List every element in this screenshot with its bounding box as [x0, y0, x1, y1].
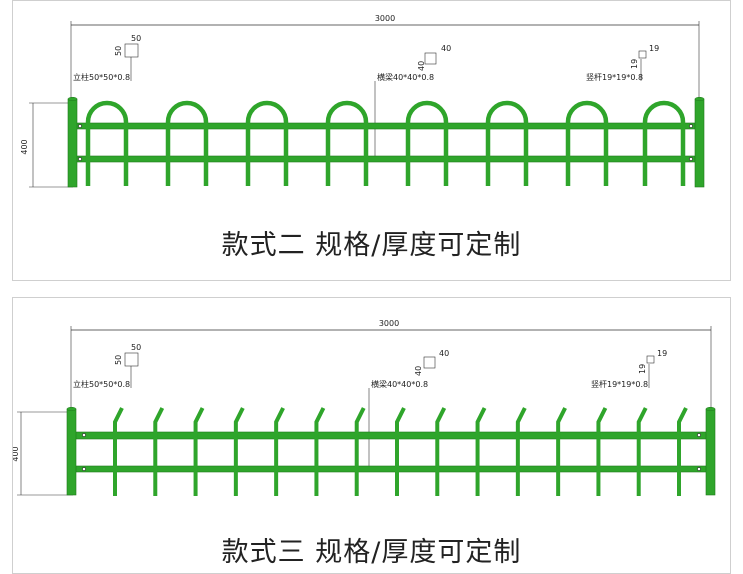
picket-size-label: 19 [649, 44, 659, 53]
spear-picket [515, 407, 527, 496]
left-post [66, 408, 77, 496]
arch-picket [485, 100, 529, 186]
post-size-label-vertical: 50 [114, 355, 123, 365]
arch-picket [642, 100, 686, 186]
fence-drawing-style-3: 3000 400 50 50 立柱50*50*0.8 40 40 横梁40*40… [13, 319, 716, 496]
rail-bolt [78, 157, 82, 161]
spear-picket [475, 407, 487, 496]
length-label: 3000 [379, 319, 399, 328]
right-post-cap [705, 406, 716, 412]
picket-section-symbol [646, 355, 655, 364]
spear-picket [274, 407, 285, 496]
length-label: 3000 [375, 14, 395, 23]
rail-size-label: 40 [441, 44, 451, 53]
left-post-cap [67, 96, 78, 102]
caption-style-2: 款式二 规格/厚度可定制 [221, 230, 522, 261]
rail-spec-label: 横梁40*40*0.8 [377, 72, 434, 82]
arch-picket [405, 100, 449, 186]
right-post-cap [694, 96, 705, 102]
left-post-cap [66, 406, 77, 412]
height-label: 400 [13, 446, 20, 461]
height-label: 400 [20, 139, 29, 154]
rail-bolt [697, 467, 701, 471]
picket-size-label-vertical: 19 [630, 59, 639, 69]
spear-picket [314, 407, 326, 496]
post-section-symbol [124, 43, 139, 58]
rail-bolt [697, 433, 701, 437]
spear-picket [113, 407, 124, 496]
spear-picket [636, 407, 648, 496]
caption-style-3: 款式三 规格/厚度可定制 [221, 537, 522, 568]
fence-drawing-style-2: 3000 400 50 50 立柱50*50*0.8 40 40 横梁40*40… [20, 14, 705, 188]
bottom-rail [72, 465, 714, 473]
post-size-label: 50 [131, 34, 141, 43]
post-spec-label: 立柱50*50*0.8 [73, 379, 130, 389]
rail-size-label: 40 [439, 349, 449, 358]
fence-panel-style-2: 3000 400 50 50 立柱50*50*0.8 40 40 横梁40*40… [12, 0, 731, 281]
right-post [705, 408, 716, 496]
rail-bolt [689, 124, 693, 128]
arch-picket [325, 100, 369, 186]
picket-spec-label: 竖杆19*19*0.8 [586, 72, 643, 82]
spear-fence [66, 406, 716, 496]
arch-picket [165, 100, 209, 186]
fence-panel-style-3: 3000 400 50 50 立柱50*50*0.8 40 40 横梁40*40… [12, 297, 731, 574]
spear-picket [233, 407, 245, 496]
picket-size-label-vertical: 19 [638, 364, 647, 374]
post-spec-label: 立柱50*50*0.8 [73, 72, 130, 82]
spear-picket [193, 407, 205, 496]
rail-section-symbol [424, 52, 437, 65]
rail-bolt [82, 467, 86, 471]
left-post [67, 98, 78, 188]
rail-spec-label: 横梁40*40*0.8 [371, 379, 428, 389]
rail-section-symbol [423, 356, 436, 369]
rail-size-label-vertical: 40 [417, 61, 426, 71]
top-rail [72, 431, 714, 440]
picket-section-symbol [638, 50, 647, 59]
arch-picket [245, 100, 289, 186]
spear-picket [677, 407, 688, 496]
rail-bolt [78, 124, 82, 128]
spear-picket [556, 407, 567, 496]
rail-size-label-vertical: 40 [414, 366, 423, 376]
arch-picket [565, 100, 609, 186]
picket-spec-label: 竖杆19*19*0.8 [591, 379, 648, 389]
post-size-label: 50 [131, 343, 141, 352]
spear-picket [354, 407, 366, 496]
post-section-symbol [124, 352, 139, 367]
spear-picket [435, 407, 447, 496]
rail-bolt [689, 157, 693, 161]
spear-picket [596, 407, 608, 496]
post-size-label-vertical: 50 [114, 46, 123, 56]
picket-size-label: 19 [657, 349, 667, 358]
arch-picket [85, 100, 129, 186]
rail-bolt [82, 433, 86, 437]
spear-picket [395, 407, 406, 496]
right-post [694, 98, 705, 188]
arch-fence [67, 96, 705, 188]
spear-picket [153, 407, 165, 496]
